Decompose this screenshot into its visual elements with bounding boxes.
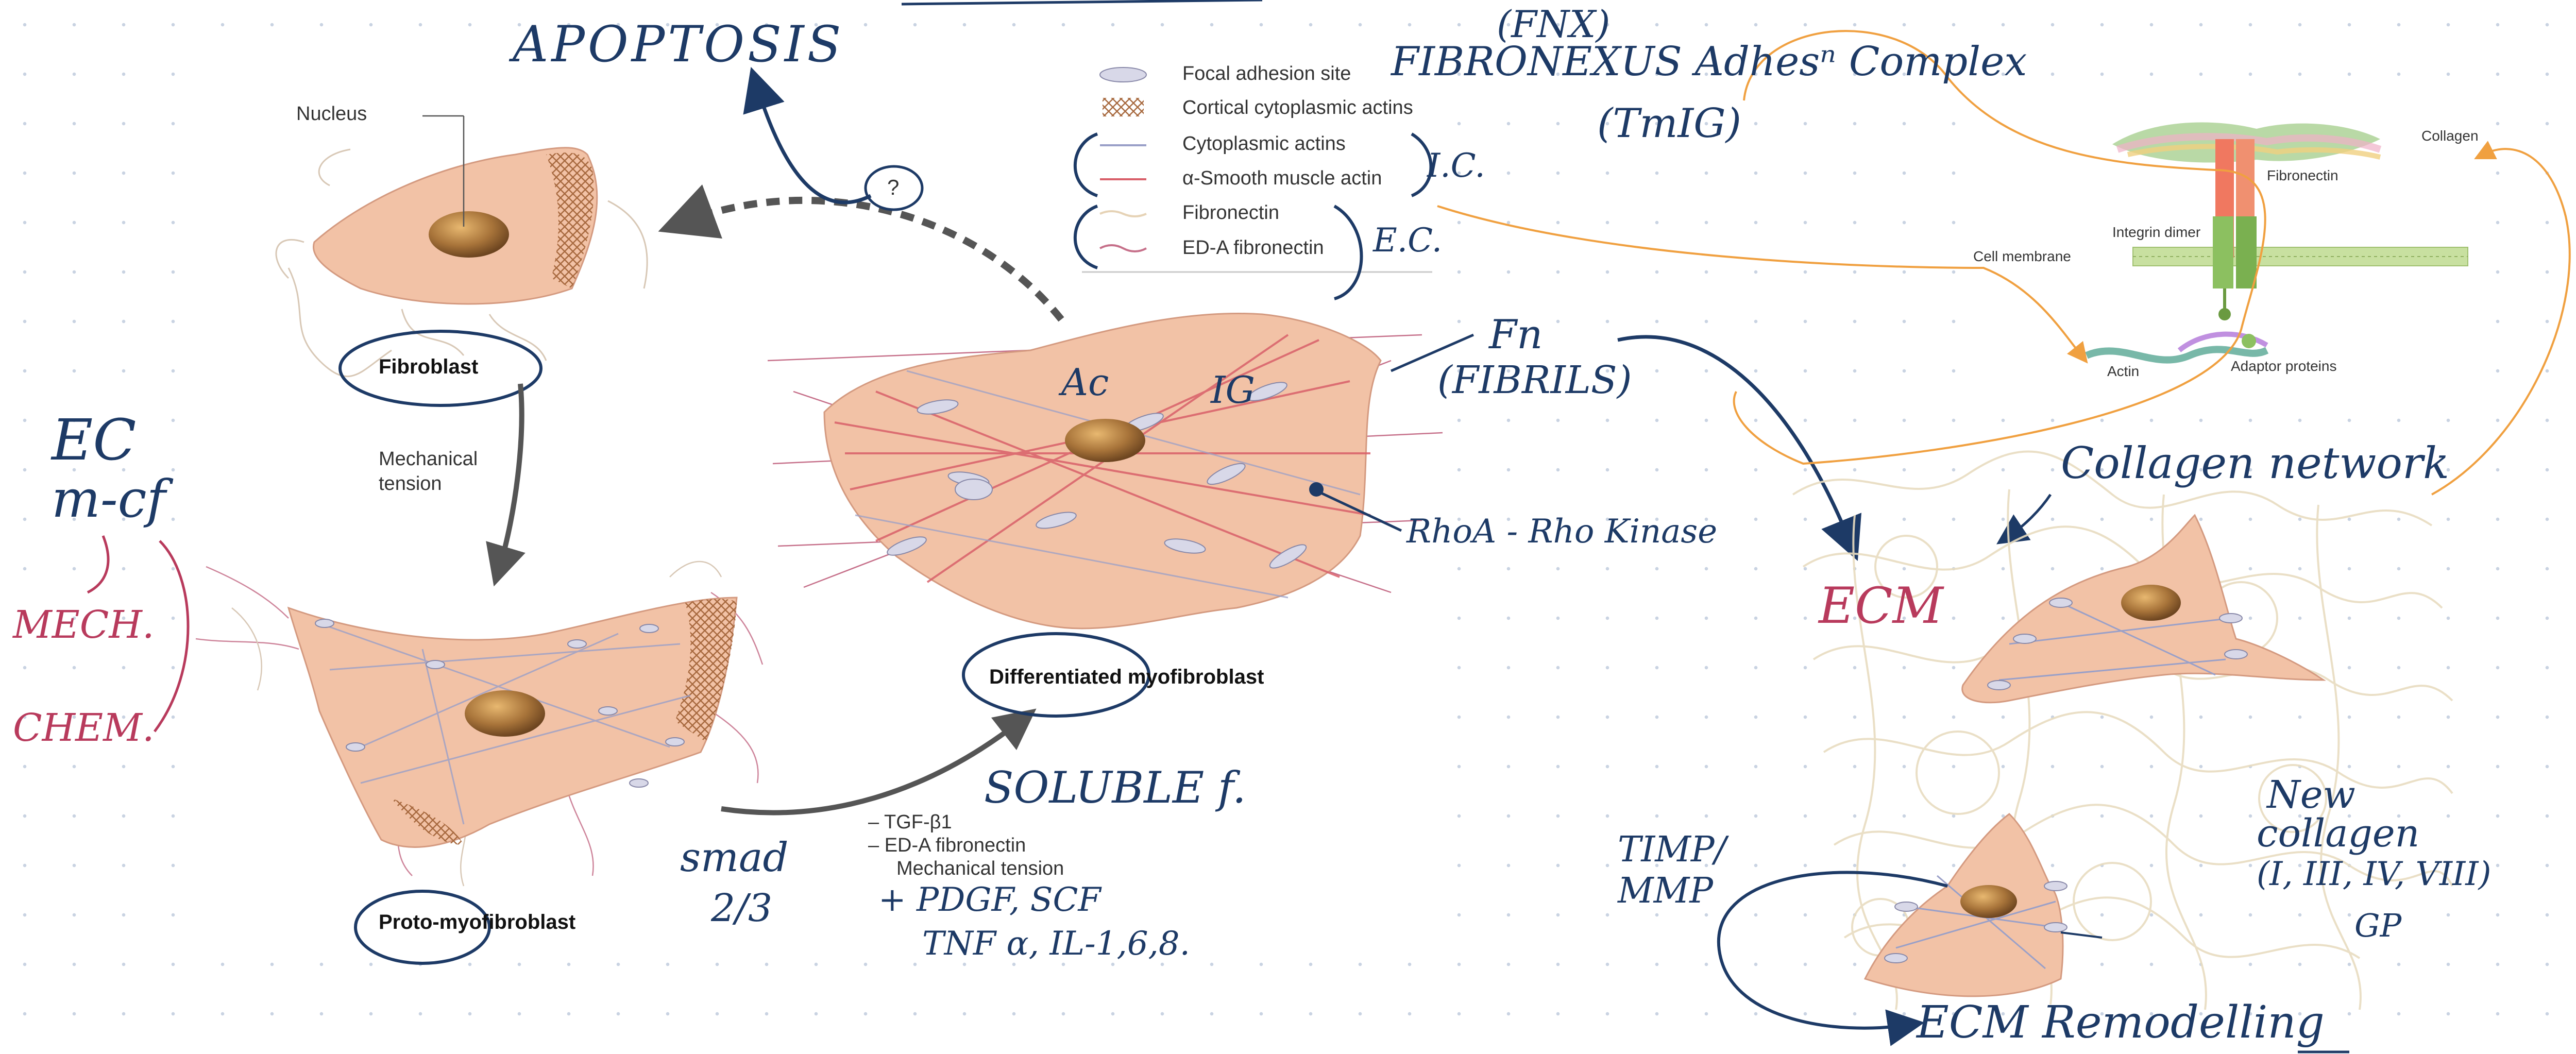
legend-item-alpha-sma: α-Smooth muscle actin (1182, 167, 1382, 190)
ic-note: I.C. (1427, 147, 1485, 185)
collagen-network-note: Collagen network (2061, 438, 2449, 488)
ec-note: E.C. (1373, 222, 1442, 260)
timp-note: TIMP/ (1618, 829, 1726, 870)
orange-link-collagen (2432, 149, 2570, 495)
fn-to-ecm-arrow (1618, 337, 1850, 541)
integrin-collagen-label: Collagen (2421, 128, 2479, 144)
ac-note: Ac (1061, 361, 1109, 404)
rho-kinase-note: RhoA - Rho Kinase (1406, 513, 1717, 551)
factor-1: – TGF-β1 (868, 811, 952, 834)
legend-item-fibronectin: Fibronectin (1182, 202, 1279, 224)
ecm-note: ECM (1819, 577, 1943, 635)
pdgf-note: + PDGF, SCF (878, 881, 1101, 919)
mechanical-tension-label-1: Mechanical (379, 448, 478, 470)
new-collagen-note-1: New (2267, 773, 2355, 817)
ecm-cell-lower (1865, 814, 2102, 996)
factor-2: – ED-A fibronectin (868, 835, 1026, 857)
mcf-note: m-cf (52, 469, 166, 529)
new-collagen-note-3: (I, III, IV, VIII) (2257, 855, 2492, 893)
mech-chem-bracket (155, 541, 188, 732)
actin-label: Actin (2107, 363, 2139, 380)
smad-note: smad (680, 835, 788, 881)
smad-number-note: 2/3 (711, 886, 772, 930)
gp-note: GP (2354, 907, 2401, 944)
tmig-note: (TmIG) (1597, 100, 1741, 147)
nucleus-label: Nucleus (296, 103, 367, 125)
ecm-remodelling-note: ECM Remodelling (1917, 997, 2325, 1048)
fibronexus-complex-note: FIBRONEXUS Adhesⁿ Complex (1391, 39, 2027, 85)
apoptosis-note: APOPTOSIS (513, 15, 844, 73)
ec-mcf-tick (88, 536, 108, 592)
soluble-factor-note: SOLUBLE f. (984, 762, 1246, 813)
integrin-illustration (2087, 123, 2468, 360)
legend-item-ed-a-fibronectin: ED-A fibronectin (1182, 237, 1324, 259)
fibrils-note: (FIBRILS) (1437, 358, 1632, 402)
mechanical-tension-arrow (500, 384, 522, 567)
legend-item-cortical-actins: Cortical cytoplasmic actins (1182, 97, 1413, 119)
mmp-note: MMP (1618, 871, 1713, 911)
header-line (902, 0, 1262, 4)
differentiated-label: Differentiated myofibroblast (989, 666, 1264, 689)
proto-myofibroblast-cell (196, 562, 762, 886)
ig-note: IG (1211, 368, 1255, 412)
fn-note: Fn (1489, 312, 1543, 358)
legend-item-focal-adhesion: Focal adhesion site (1182, 63, 1351, 85)
fibroblast-label: Fibroblast (379, 355, 478, 379)
integrin-fibronectin-label: Fibronectin (2267, 167, 2338, 184)
integrin-dimer-label: Integrin dimer (2112, 224, 2200, 241)
ecm-collagen-mesh (1793, 451, 2452, 1010)
dedifferentiation-arrow (685, 200, 1061, 319)
factor-3: Mechanical tension (896, 858, 1064, 880)
mechanical-tension-label-2: tension (379, 473, 442, 495)
apoptosis-arrow (757, 88, 871, 202)
proto-myofibroblast-label: Proto-myofibroblast (379, 911, 575, 934)
ec-left-note: EC (52, 407, 136, 473)
legend-item-cytoplasmic-actins: Cytoplasmic actins (1182, 133, 1346, 155)
mech-note: MECH. (13, 603, 154, 647)
tnf-note: TNF α, IL-1,6,8. (922, 925, 1190, 963)
fibroblast-cell (276, 116, 647, 377)
ec-bracket-left (1075, 206, 1097, 268)
ec-bracket-right (1334, 206, 1362, 299)
soluble-factor-arrow (721, 721, 1020, 813)
new-collagen-note-2: collagen (2257, 811, 2419, 856)
cell-membrane-label: Cell membrane (1973, 248, 2071, 265)
adaptor-proteins-label: Adaptor proteins (2231, 358, 2336, 375)
ic-bracket-left (1075, 134, 1097, 196)
chem-note: CHEM. (13, 706, 154, 750)
question-mark: ? (887, 175, 899, 200)
